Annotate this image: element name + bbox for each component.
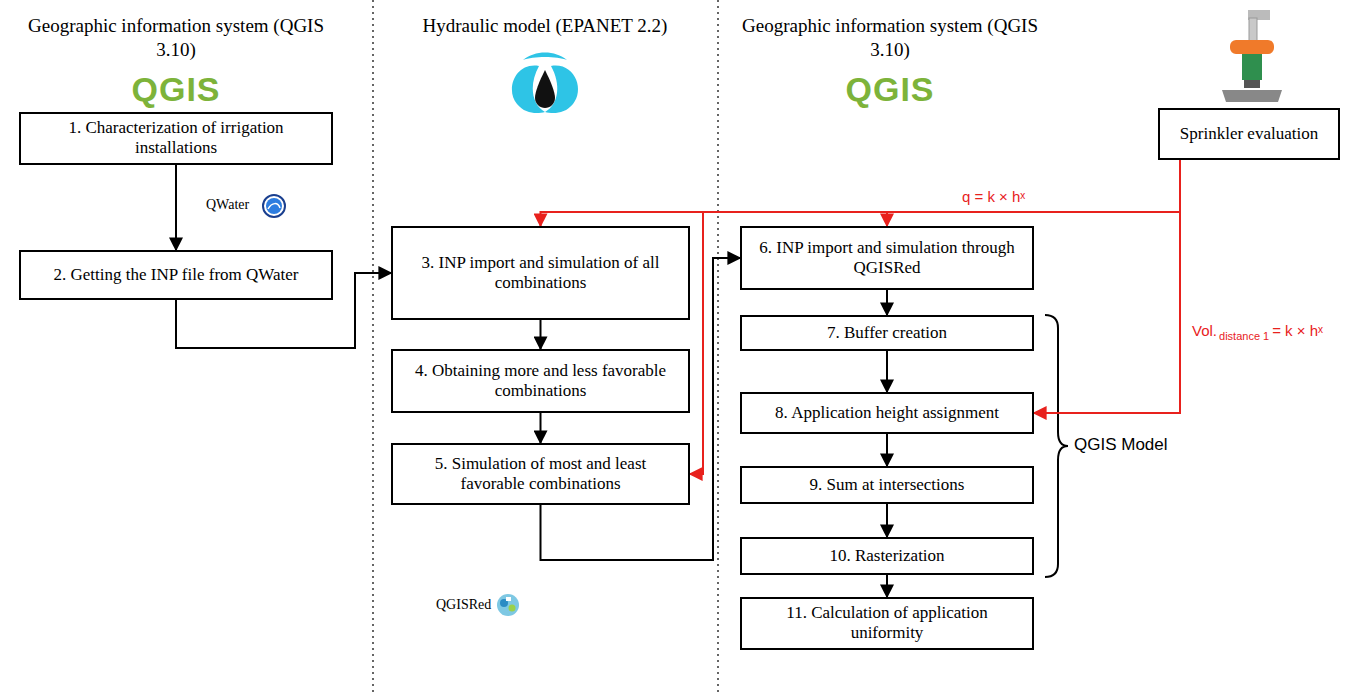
process-box: 7. Buffer creation [740,315,1034,351]
box-text: 1. Characterization of irrigation instal… [31,118,321,159]
box-text: Sprinkler evaluation [1180,124,1318,144]
box-text: 10. Rasterization [829,546,944,566]
flow-arrow [886,575,888,597]
box-text: 8. Application height assignment [775,403,999,423]
formula-label: Vol.distance 1= k × hˣ [1190,322,1325,342]
flow-arrow [886,504,888,537]
process-box: 8. Application height assignment [740,392,1034,434]
flow-arrow [886,434,888,466]
box-text: 5. Simulation of most and least favorabl… [403,454,678,495]
flow-arrow [540,413,542,443]
column-header: Geographic information system (QGIS 3.10… [26,14,326,62]
bracket [1045,315,1068,577]
epanet-logo [512,53,578,114]
process-box: 2. Getting the INP file from QWater [19,250,333,300]
box-text: 11. Calculation of application uniformit… [752,603,1022,644]
process-box: 6. INP import and simulation through QGI… [740,226,1034,290]
qgisred-icon [497,594,519,616]
process-box: 11. Calculation of application uniformit… [740,597,1034,650]
process-box: 5. Simulation of most and least favorabl… [391,443,690,505]
box-text: 3. INP import and simulation of all comb… [403,253,678,294]
process-box: 10. Rasterization [740,537,1034,575]
box-text: 6. INP import and simulation through QGI… [752,238,1022,279]
box-text: 4. Obtaining more and less favorable com… [403,361,678,402]
box-text: 9. Sum at intersections [810,475,965,495]
formula-part: = k × hˣ [1272,322,1323,339]
software-name: QGISRed [436,597,498,613]
qwater-icon [263,195,285,217]
process-box: 3. INP import and simulation of all comb… [391,226,690,320]
formula-part: Vol. [1192,322,1217,339]
process-box: 1. Characterization of irrigation instal… [19,112,333,165]
formula-subscript: distance 1 [1219,330,1269,342]
parameter-arrow [541,160,1181,226]
flow-arrow [886,351,888,392]
software-logo: QGIS [96,70,256,109]
process-box: 4. Obtaining more and less favorable com… [391,349,690,413]
column-divider [372,0,374,693]
sprinkler-icon [1222,10,1282,102]
formula-label: q = k × hˣ [960,188,1074,205]
group-label: QGIS Model [1074,435,1184,455]
software-name: QWater [206,197,262,213]
box-text: 2. Getting the INP file from QWater [54,265,299,285]
process-box: 9. Sum at intersections [740,466,1034,504]
column-divider [717,0,719,693]
column-header: Geographic information system (QGIS 3.10… [740,14,1040,62]
software-logo: QGIS [810,70,970,109]
flow-arrow [886,290,888,315]
parameter-arrow [887,160,1180,226]
column-header: Hydraulic model (EPANET 2.2) [395,14,695,38]
parameter-arrow [690,160,1180,474]
evaluation-box: Sprinkler evaluation [1158,108,1340,160]
flow-arrow [540,320,542,349]
flow-arrow [175,165,177,250]
box-text: 7. Buffer creation [827,323,947,343]
